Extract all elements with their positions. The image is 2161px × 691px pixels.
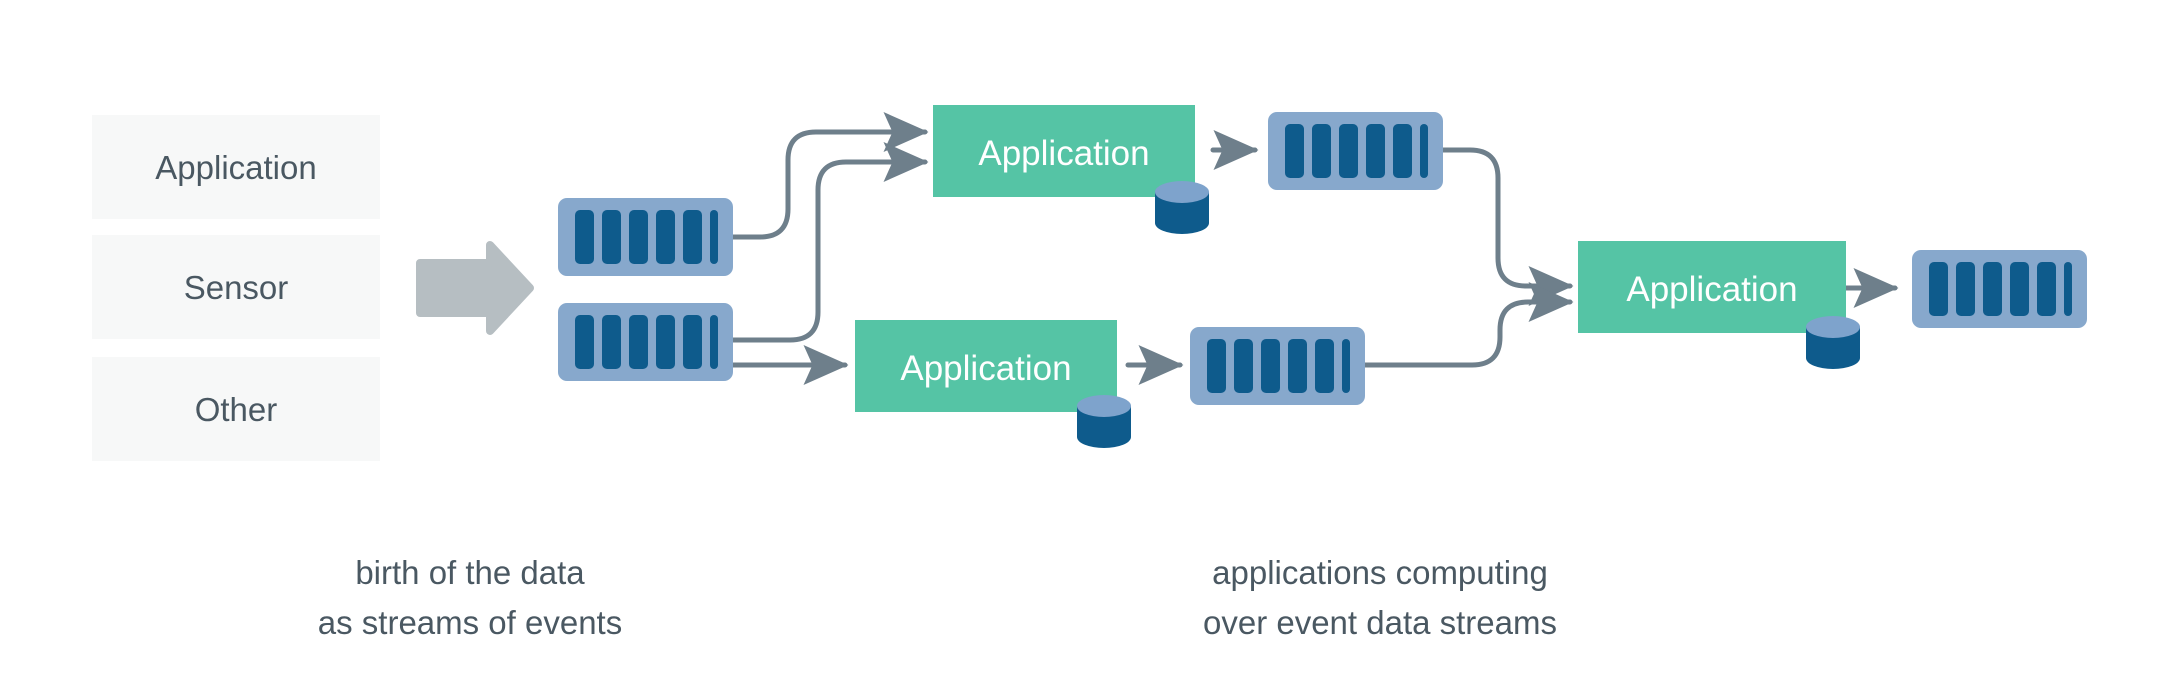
caption-right-line-2: over event data streams: [1203, 604, 1557, 641]
sidebar-item-source-other[interactable]: Other: [92, 357, 380, 461]
app-middle[interactable]: Application: [855, 320, 1131, 448]
event-stream-bars: [1929, 262, 2072, 316]
source-box-background: [92, 357, 380, 461]
event-stream-bars: [575, 210, 718, 264]
stream-source-top[interactable]: [558, 198, 733, 276]
stream-source-bottom[interactable]: [558, 303, 733, 381]
application-box: [1578, 241, 1846, 333]
event-stream-bars: [1207, 339, 1350, 393]
connector-stream-bottom-to-app-top: [730, 142, 929, 343]
stream-app-middle-output[interactable]: [1190, 327, 1365, 405]
application-label: Application: [1626, 270, 1797, 309]
stream-app-final-output[interactable]: [1912, 250, 2087, 328]
source-label-sensor: Sensor: [184, 269, 289, 306]
app-top[interactable]: Application: [933, 105, 1209, 234]
connector-stream-top-output-to-app-final: [1440, 147, 1574, 306]
event-stream-bars: [575, 315, 718, 369]
application-label: Application: [978, 134, 1149, 173]
ingest-arrow: [416, 241, 534, 335]
stream-app-top-output[interactable]: [1268, 112, 1443, 190]
database-cylinder-icon: [1077, 395, 1131, 448]
app-final[interactable]: Application: [1578, 241, 1860, 369]
sidebar-item-source-application[interactable]: Application: [92, 115, 380, 219]
sidebar-item-source-sensor[interactable]: Sensor: [92, 235, 380, 339]
source-label-application: Application: [155, 149, 316, 186]
database-cylinder-icon: [1806, 316, 1860, 369]
connectors-group: [730, 112, 1899, 385]
source-box-background: [92, 115, 380, 219]
caption-right-line-1: applications computing: [1212, 554, 1548, 591]
source-box-background: [92, 235, 380, 339]
application-box: [933, 105, 1195, 197]
event-stream-bars: [1285, 124, 1428, 178]
right-arrow-icon: [416, 241, 534, 335]
connector-stream-top-to-app-top: [730, 112, 929, 240]
caption-right: applications computing over event data s…: [1203, 554, 1557, 641]
application-label: Application: [900, 349, 1071, 388]
source-label-other: Other: [195, 391, 278, 428]
database-cylinder-icon: [1155, 181, 1209, 234]
caption-left: birth of the data as streams of events: [318, 554, 622, 641]
application-box: [855, 320, 1117, 412]
event-sources-group: Application Sensor Other: [92, 115, 380, 461]
connector-stream-middle-output-to-app-final: [1359, 282, 1574, 368]
caption-left-line-1: birth of the data: [355, 554, 585, 591]
caption-left-line-2: as streams of events: [318, 604, 622, 641]
